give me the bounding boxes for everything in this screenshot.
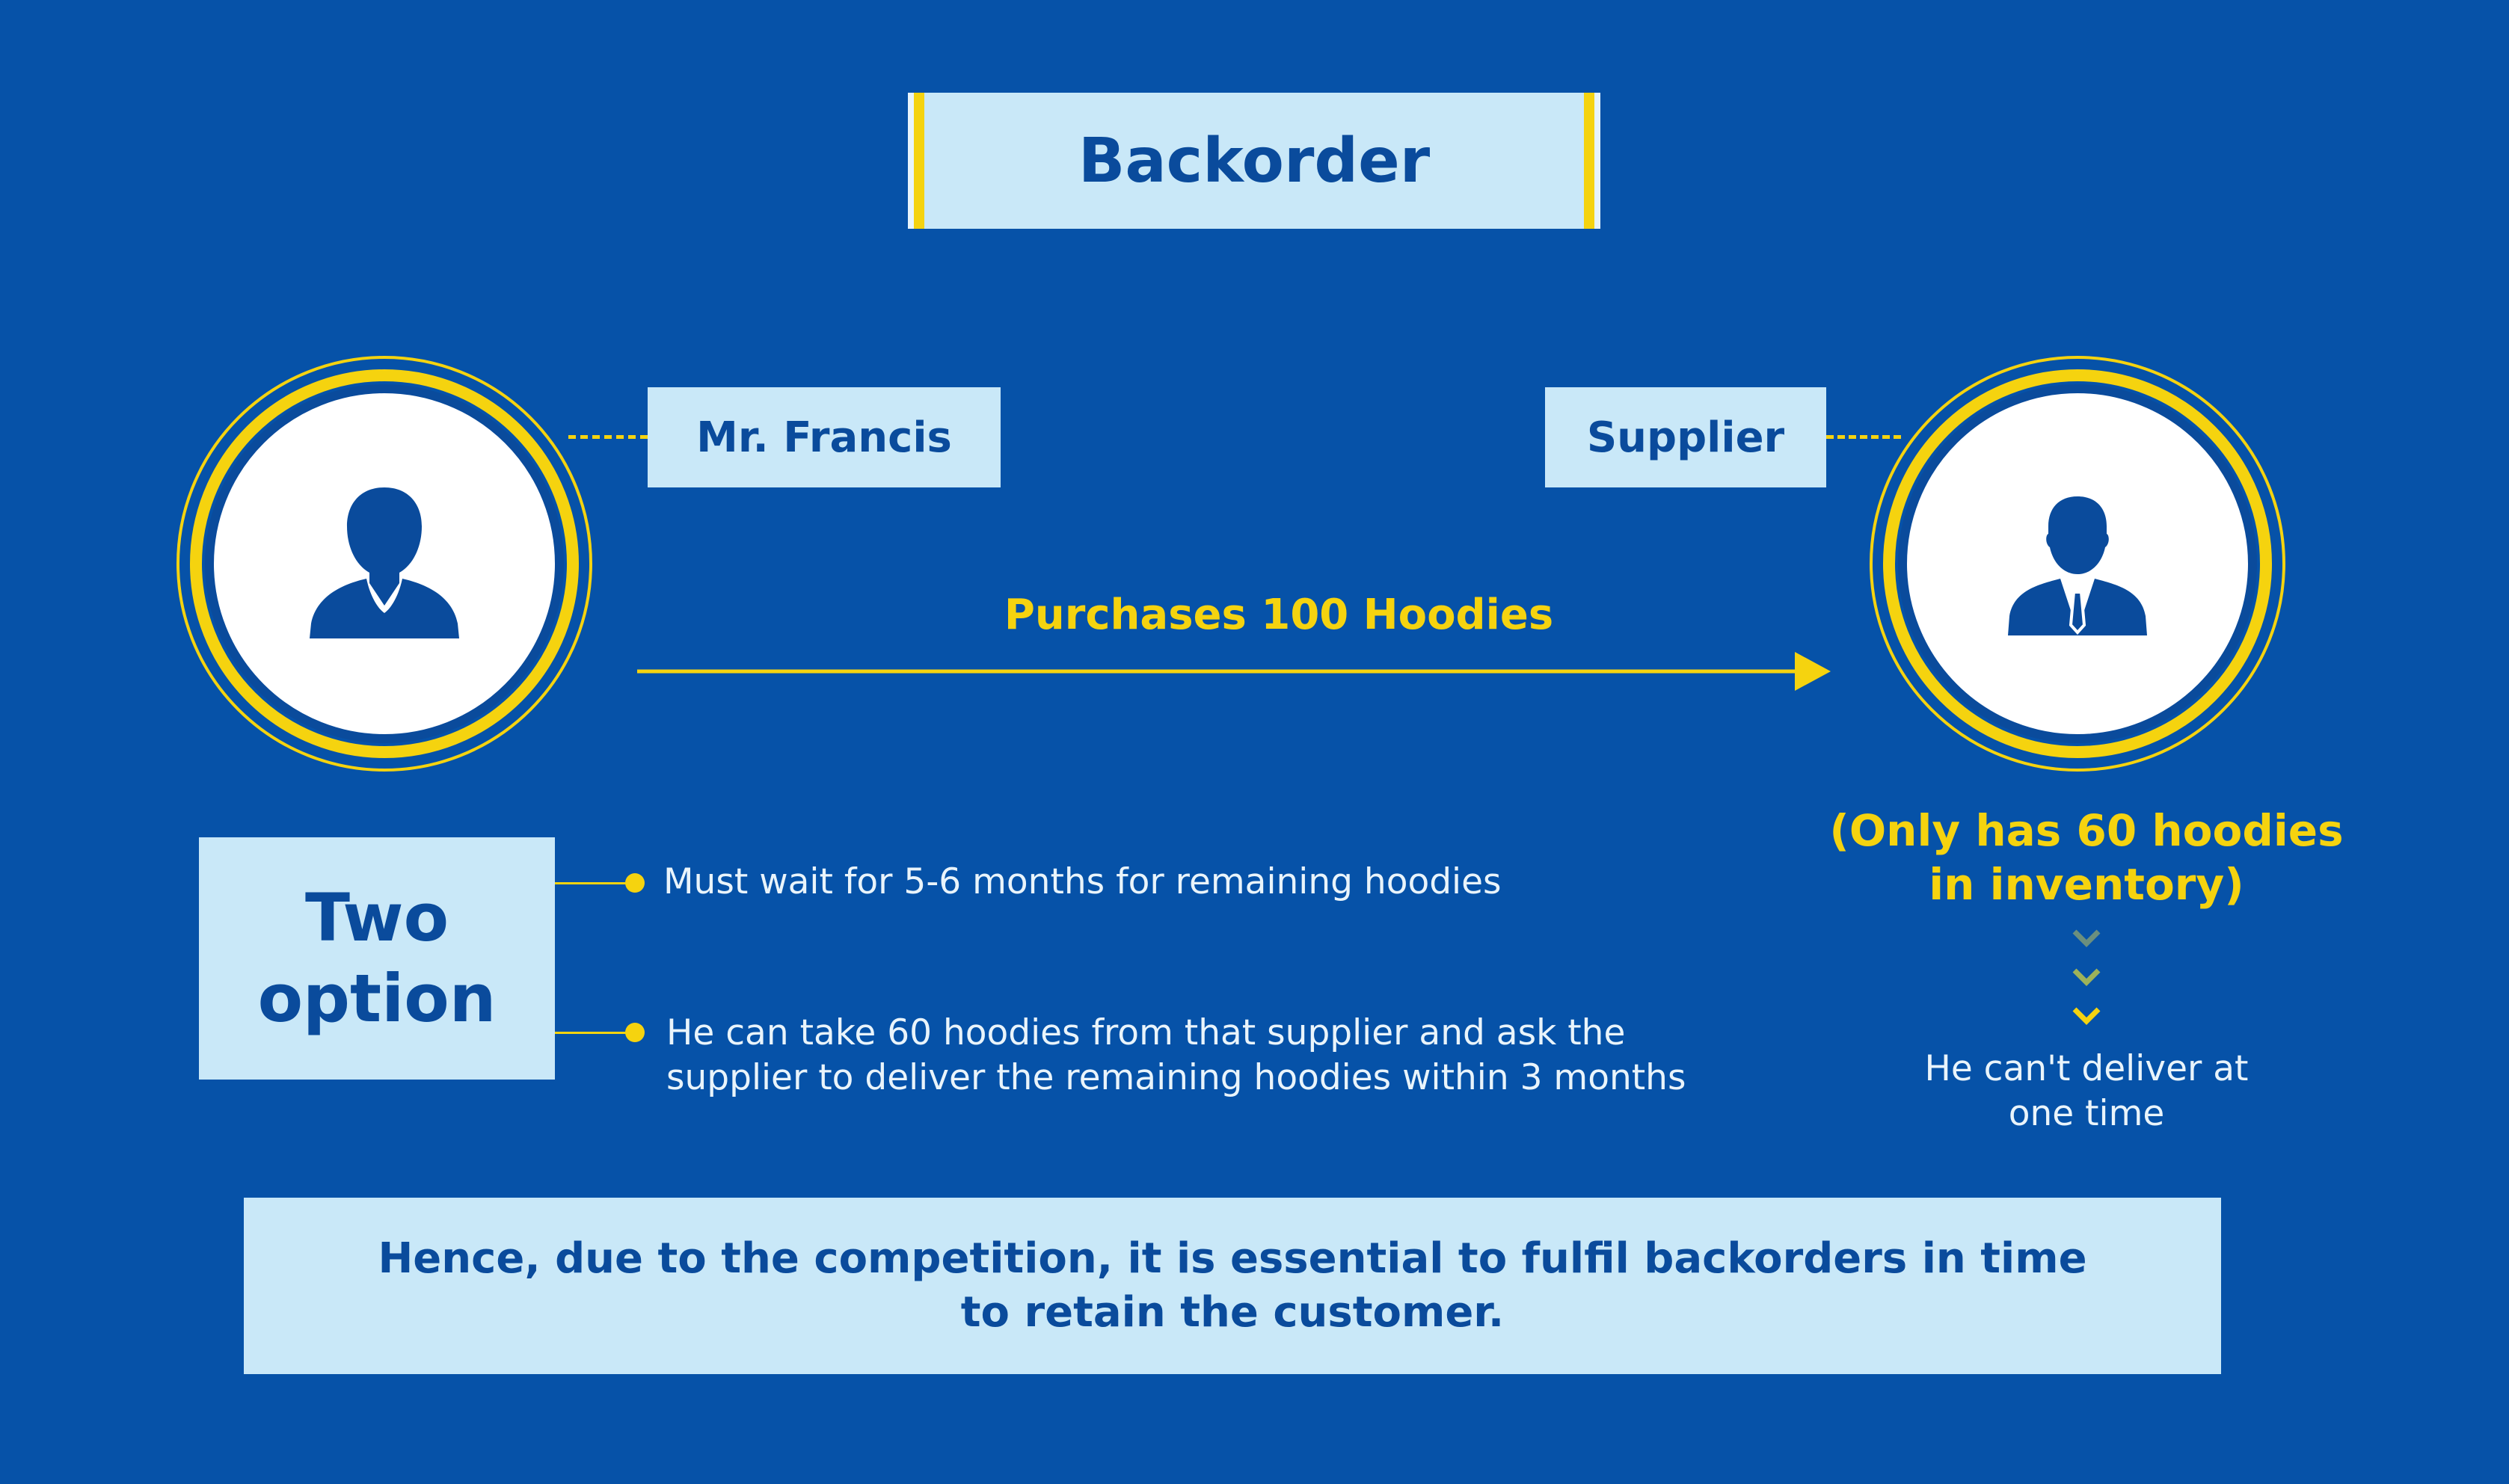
option-connector [555, 882, 634, 884]
supplier-note-line-1: (Only has 60 hoodies [1829, 805, 2344, 856]
bullet-dot-icon [625, 873, 645, 893]
conclusion-box: Hence, due to the competition, it is ess… [244, 1198, 2221, 1374]
customer-connector [568, 435, 648, 439]
conclusion-line-2: to retain the customer. [960, 1288, 1505, 1337]
option-item: He can take 60 hoodies from that supplie… [666, 1011, 1686, 1100]
options-heading-line-1: Two [304, 879, 449, 956]
option-item: Must wait for 5-6 months for remaining h… [663, 860, 1502, 905]
supplier-cant-line-1: He can't deliver at [1924, 1048, 2249, 1089]
supplier-delivery-note: He can't deliver at one time [1795, 1047, 2378, 1136]
conclusion-text: Hence, due to the competition, it is ess… [298, 1232, 2167, 1340]
supplier-avatar-outer-ring [1870, 356, 2285, 772]
customer-avatar [205, 384, 564, 743]
conclusion-line-1: Hence, due to the competition, it is ess… [378, 1234, 2087, 1283]
supplier-label: Supplier [1545, 387, 1826, 487]
option-1-line-1: Must wait for 5-6 months for remaining h… [663, 861, 1502, 902]
supplier-cant-line-2: one time [2008, 1093, 2165, 1134]
page-title: Backorder [1078, 125, 1431, 197]
customer-label-text: Mr. Francis [696, 413, 952, 462]
supplier-avatar [1898, 384, 2257, 743]
chevron-down-icon [2072, 929, 2101, 1025]
option-connector [555, 1032, 634, 1034]
supplier-connector [1826, 435, 1901, 439]
option-2-line-1: He can take 60 hoodies from that supplie… [666, 1012, 1626, 1053]
customer-avatar-outer-ring [176, 356, 592, 772]
options-heading-box: Two option [199, 837, 555, 1080]
businessman-icon [2008, 496, 2147, 635]
transaction-label: Purchases 100 Hoodies [1004, 591, 1554, 639]
title-banner: Backorder [908, 93, 1600, 229]
option-2-line-2: supplier to deliver the remaining hoodie… [666, 1057, 1686, 1098]
supplier-inventory-note: (Only has 60 hoodies in inventory) [1780, 804, 2393, 911]
supplier-note-line-2: in inventory) [1929, 859, 2244, 910]
bullet-dot-icon [625, 1023, 645, 1042]
female-person-icon [310, 487, 459, 638]
options-heading-line-2: option [257, 960, 497, 1037]
customer-label: Mr. Francis [648, 387, 1001, 487]
arrow-right-icon [637, 652, 1831, 691]
supplier-label-text: Supplier [1586, 413, 1785, 462]
